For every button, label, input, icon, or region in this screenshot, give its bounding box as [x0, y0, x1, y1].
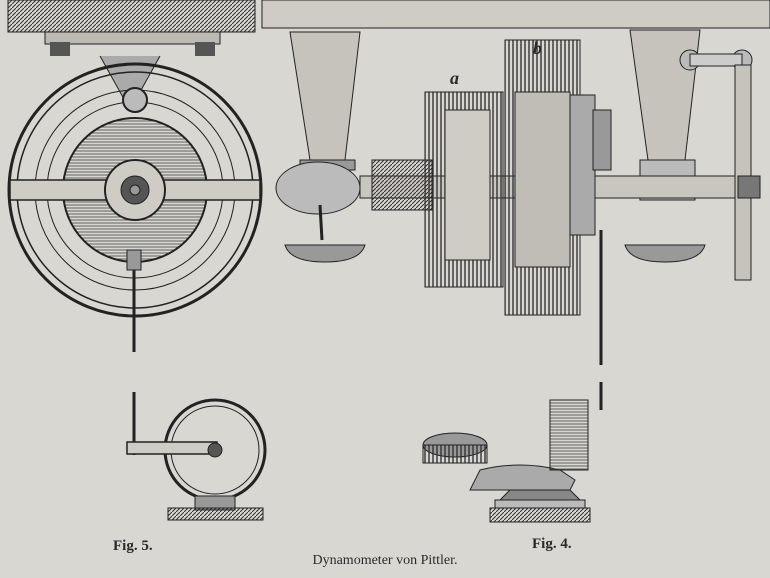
fig4-label: Fig. 4.	[532, 536, 572, 552]
ceiling-beam-left	[7, 0, 256, 56]
fig4-drum-a	[424, 91, 504, 288]
fig4-lower-assembly	[422, 399, 591, 523]
part-label-a: a	[450, 68, 459, 88]
ceiling-beam-right	[261, 0, 770, 29]
fig4-drum-b	[504, 39, 596, 316]
fig4-crank-handle	[679, 49, 761, 281]
fig5-pointer-rod	[126, 249, 142, 455]
figure-caption: Dynamometer von Pittler.	[312, 553, 458, 568]
part-label-b: b	[533, 38, 542, 58]
fig5-lower-assembly	[126, 398, 267, 521]
fig5-handwheel	[7, 55, 263, 318]
fig4-hanger-left	[275, 31, 366, 263]
fig4-pointer-rod	[592, 109, 612, 410]
fig5-label: Fig. 5.	[113, 538, 153, 554]
